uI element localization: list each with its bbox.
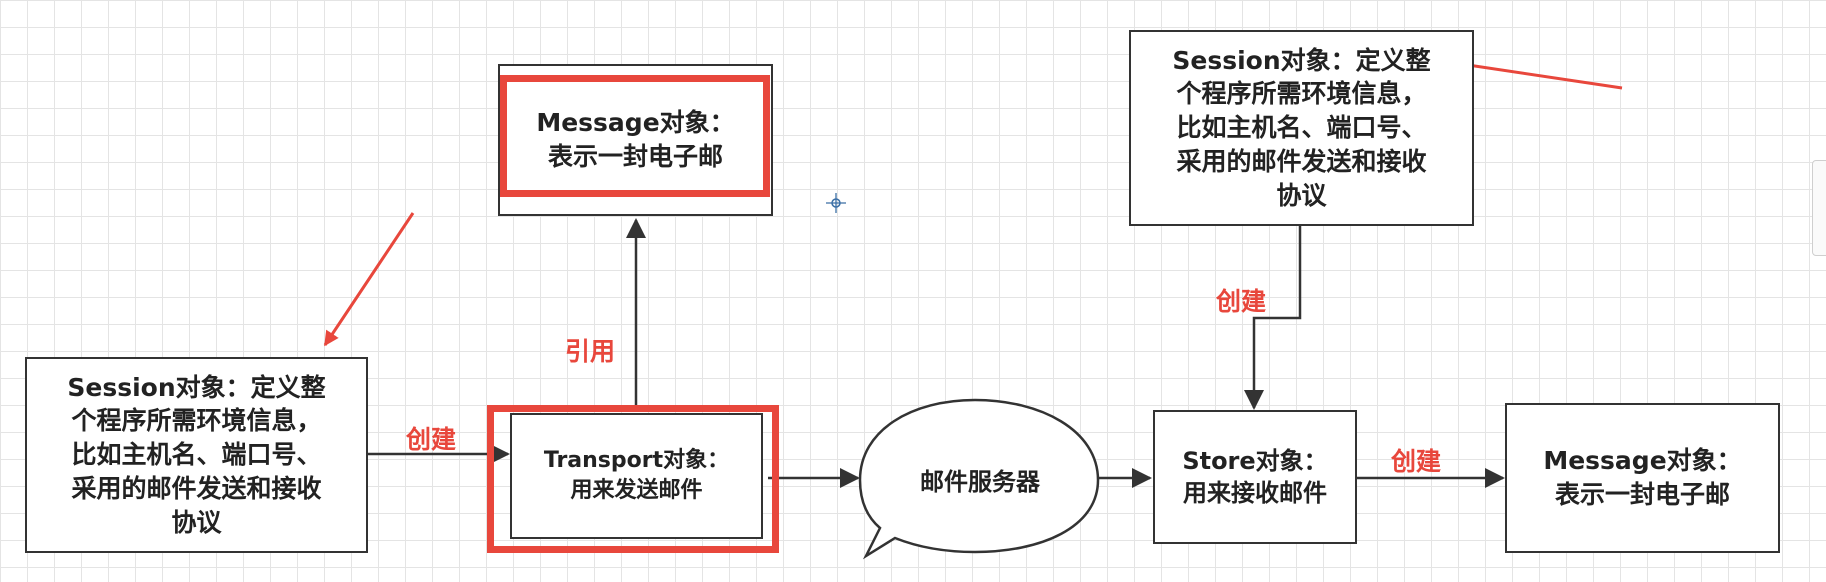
message-node-right-text: Message对象： 表示一封电子邮 [1543, 446, 1742, 509]
transport-highlight-frame [487, 405, 779, 553]
red-pointer-arrow-right [1446, 56, 1623, 90]
message-top-highlight-frame [500, 75, 770, 197]
edge-label-create-message: 创建 [1391, 447, 1442, 476]
session-node-right: Session对象：定义整 个程序所需环境信息， 比如主机名、端口号、 采用的邮… [1129, 30, 1474, 226]
transport-node-text: Transport对象： 用来发送邮件 [543, 448, 730, 503]
session-node-left: Session对象：定义整 个程序所需环境信息， 比如主机名、端口号、 采用的邮… [25, 357, 368, 553]
edge-label-reference: 引用 [565, 337, 616, 366]
store-node: Store对象： 用来接收邮件 [1153, 410, 1357, 544]
edge-label-create-transport: 创建 [406, 425, 457, 454]
message-node-right: Message对象： 表示一封电子邮 [1505, 403, 1780, 553]
message-node-top-text: Message对象： 表示一封电子邮 [536, 108, 735, 171]
mail-server-bubble [858, 398, 1100, 560]
side-panel-tab[interactable] [1812, 160, 1826, 256]
crosshair-icon [826, 193, 846, 213]
transport-node: Transport对象： 用来发送邮件 [510, 413, 763, 539]
mail-server-text: 邮件服务器 [920, 468, 1040, 496]
edge-label-create-store: 创建 [1216, 287, 1267, 316]
mail-server-node: 邮件服务器 [880, 462, 1080, 497]
store-node-text: Store对象： 用来接收邮件 [1182, 446, 1328, 507]
red-pointer-arrow-left [323, 212, 415, 347]
session-node-left-text: Session对象：定义整 个程序所需环境信息， 比如主机名、端口号、 采用的邮… [67, 372, 326, 537]
session-node-right-text: Session对象：定义整 个程序所需环境信息， 比如主机名、端口号、 采用的邮… [1172, 45, 1431, 210]
edge-session-to-store [1244, 226, 1302, 410]
